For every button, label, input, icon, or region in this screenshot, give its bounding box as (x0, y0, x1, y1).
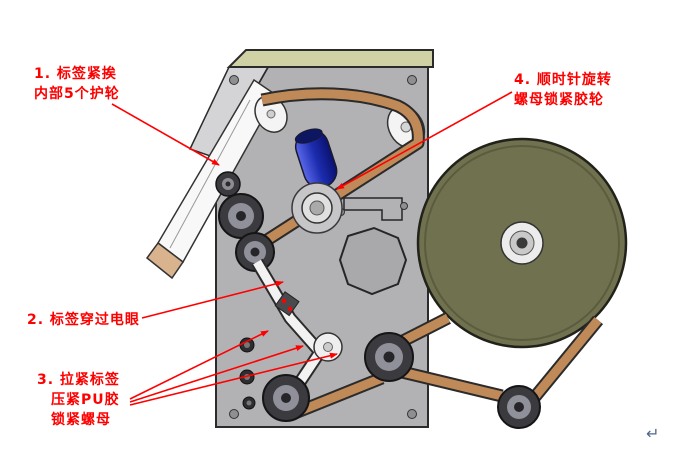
peel-plate (145, 78, 277, 280)
annotation-2: 2. 标签穿过电眼 (27, 310, 140, 330)
arrow-note3a (129, 330, 269, 400)
top-left-roller-hub (266, 109, 276, 119)
annotation-4: 4. 顺时针旋转 螺母锁紧胶轮 (514, 70, 612, 110)
plate-knobs (239, 337, 256, 410)
label-web-eye-run (251, 258, 327, 386)
annotation-arrows (111, 91, 513, 406)
rubber-roller (294, 128, 338, 189)
annotation-4-line2: 螺母锁紧胶轮 (514, 92, 604, 108)
arrow-note3c (129, 352, 338, 406)
plate-top-edge (226, 49, 434, 68)
annotation-3-line2: 压紧PU胶 (51, 392, 120, 408)
annotation-1-line1: 1. 标签紧挨 (34, 66, 117, 82)
plate-cutout (338, 226, 408, 296)
label-web-top (260, 87, 425, 248)
peel-plate-tip (145, 241, 185, 280)
guide-roller-cluster (215, 171, 275, 272)
arrow-note4 (336, 91, 513, 190)
annotation-1: 1. 标签紧挨 内部5个护轮 (34, 64, 120, 104)
paragraph-return-mark: ↵ (646, 424, 660, 443)
arrow-note3b (129, 345, 304, 403)
bottom-rollers (262, 332, 541, 429)
label-roll (416, 137, 628, 349)
arrow-note2 (141, 280, 284, 319)
lock-nut-knob (291, 182, 343, 234)
arrow-note1 (111, 103, 220, 166)
photo-eye-sensor (274, 291, 300, 317)
annotation-2-line1: 2. 标签穿过电眼 (27, 312, 140, 328)
annotation-1-line2: 内部5个护轮 (34, 86, 120, 102)
annotation-4-line1: 4. 顺时针旋转 (514, 72, 612, 88)
annotation-3: 3. 拉紧标签 压紧PU胶 锁紧螺母 (37, 370, 120, 430)
annotation-3-line3: 锁紧螺母 (51, 412, 111, 428)
annotation-3-line1: 3. 拉紧标签 (37, 372, 120, 388)
